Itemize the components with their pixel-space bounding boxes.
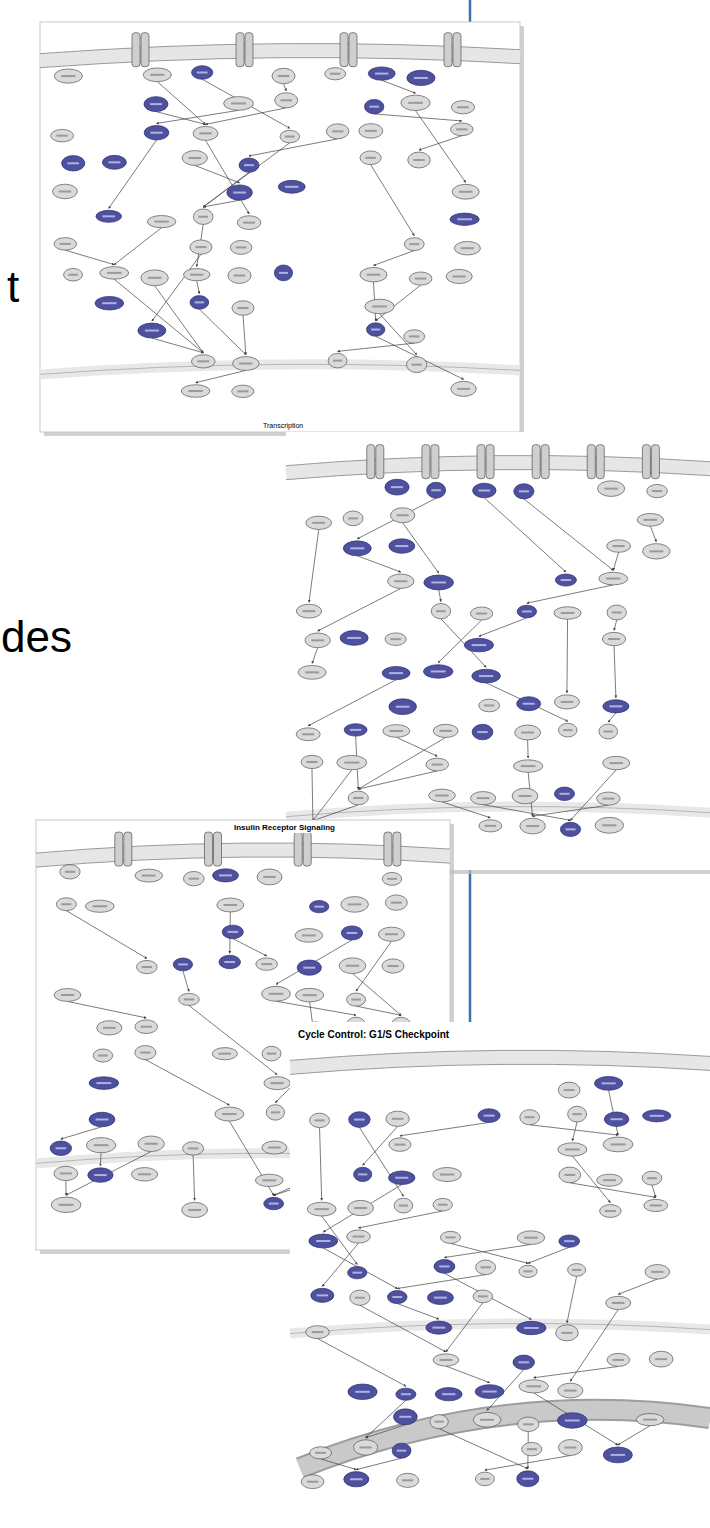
pathway-title: Insulin Receptor Signaling bbox=[232, 822, 339, 833]
pathway-map bbox=[290, 1022, 710, 1528]
pathway-title: Cycle Control: G1/S Checkpoint bbox=[296, 1028, 454, 1041]
region-label: Transcription bbox=[262, 422, 304, 429]
pathway-map bbox=[40, 22, 524, 436]
pathway-map bbox=[286, 432, 710, 874]
pathway-title-text: Insulin Receptor Signaling bbox=[234, 823, 337, 832]
slide-text: des bbox=[0, 612, 73, 662]
slide-text: t bbox=[6, 262, 20, 312]
pathway-title-text: Cycle Control: G1/S Checkpoint bbox=[298, 1029, 452, 1040]
